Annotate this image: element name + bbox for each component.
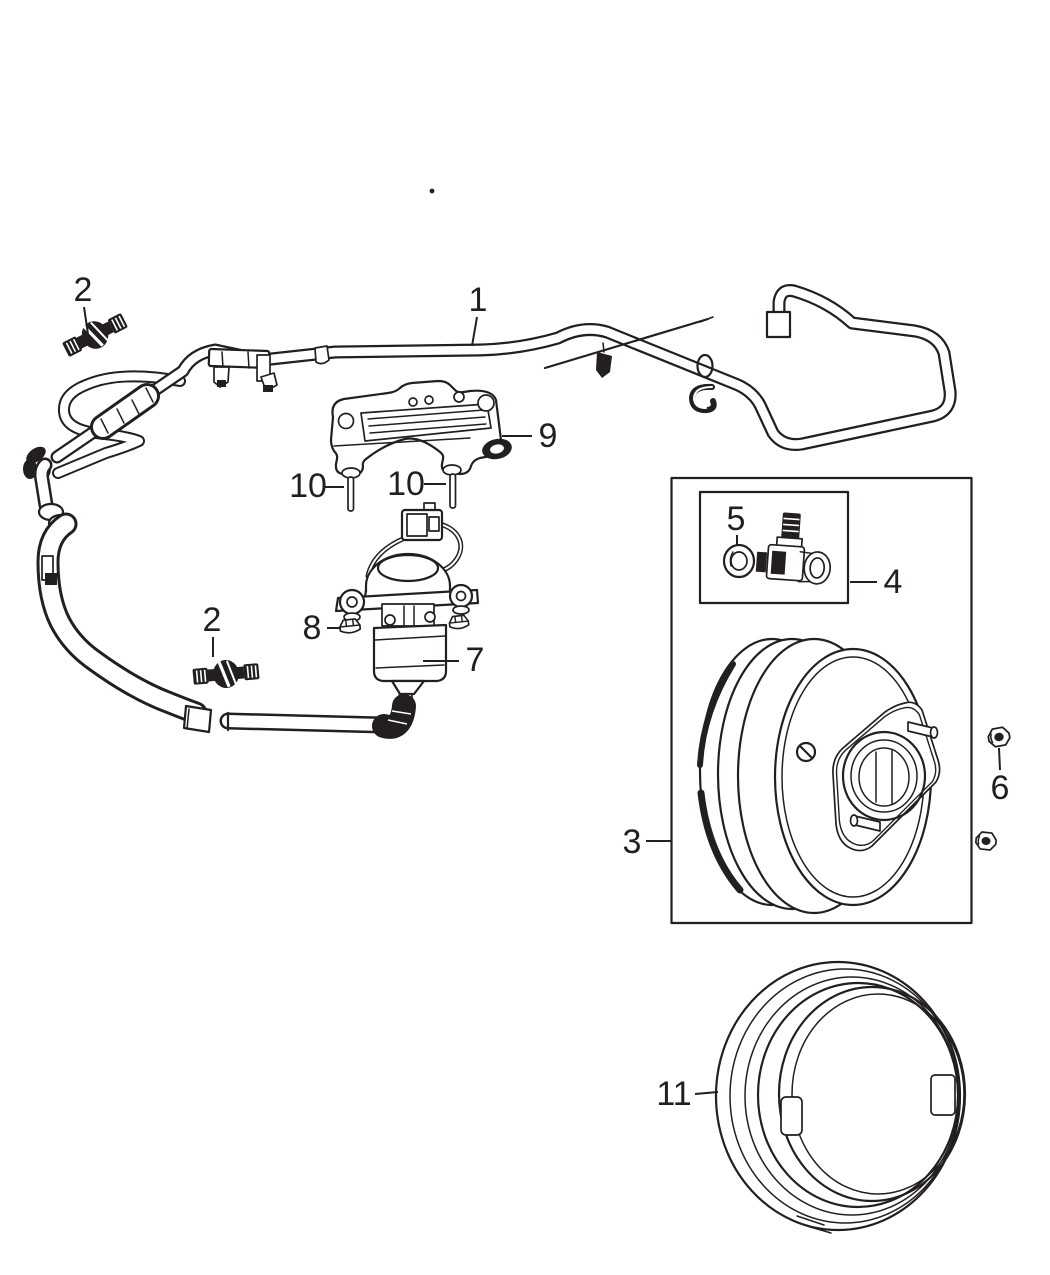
callout-4: 4 <box>884 563 903 601</box>
bracket-hole <box>337 412 355 430</box>
brake-booster <box>697 637 941 915</box>
callout-11-leader <box>694 1091 719 1095</box>
callout-1: 1 <box>469 281 488 319</box>
callout-8: 8 <box>303 609 322 647</box>
pump-mounting-bracket <box>329 379 512 512</box>
hose-end-coupler <box>182 704 213 734</box>
pump-elbow-hose <box>372 694 416 739</box>
bracket-hole <box>477 394 495 412</box>
harness-sleeve <box>101 388 153 433</box>
callout-1-leader <box>471 316 478 347</box>
bracket-hole <box>424 395 434 405</box>
booster-bore-ring <box>841 730 927 822</box>
callout-10-right: 10 <box>387 465 425 503</box>
harness-connector-block <box>207 347 278 392</box>
callout-2-upper: 2 <box>74 271 93 309</box>
booster-seam-lower <box>697 789 744 894</box>
harness-clip-small <box>314 345 330 365</box>
callout-6: 6 <box>991 769 1010 807</box>
pump-connector <box>400 502 444 542</box>
callout-2-lower: 2 <box>203 601 222 639</box>
vacuum-pump <box>334 502 480 739</box>
ring-tab-left <box>780 1096 803 1136</box>
booster-seam-upper <box>697 661 736 768</box>
pump-flange <box>334 583 480 622</box>
ring-tab-right <box>930 1074 956 1116</box>
hose-clip <box>41 555 57 585</box>
pump-nut-8-left <box>338 617 362 635</box>
callout-7: 7 <box>466 641 485 679</box>
callout-5: 5 <box>727 500 746 538</box>
bracket-hole <box>408 397 418 407</box>
bracket-hole <box>453 391 465 403</box>
pump-outlet-cone <box>390 679 426 696</box>
booster-grommet <box>722 543 756 579</box>
pump-nut-8-right <box>447 614 470 631</box>
vacuum-sensor-lower <box>190 655 262 693</box>
callout-layer: 1 2 2 3 4 5 6 7 8 9 10 10 11 <box>74 271 1010 1113</box>
pump-motor <box>372 623 448 683</box>
callout-9: 9 <box>539 417 558 455</box>
callout-10-left: 10 <box>289 467 327 505</box>
harness-clip-dark <box>596 342 612 378</box>
callout-3: 3 <box>623 823 642 861</box>
hose-end-cap <box>765 310 792 339</box>
callout-2-upper-leader <box>83 306 89 335</box>
thin-vacuum-line <box>543 316 714 370</box>
callout-11: 11 <box>656 1075 691 1113</box>
bracket-stud-right <box>449 473 457 509</box>
vacuum-sensor-upper <box>57 305 133 365</box>
harness-c-clamp <box>689 353 717 414</box>
booster-stud-lower <box>849 814 881 832</box>
booster-box-outline <box>670 476 973 925</box>
booster-stud-upper <box>907 721 939 739</box>
bracket-stud-left <box>347 476 355 512</box>
vacuum-hose-harness <box>23 188 950 734</box>
booster-nut-lower <box>974 830 998 852</box>
valve-box-outline <box>698 490 850 605</box>
stray-dot <box>429 188 435 194</box>
booster-nut-upper <box>986 725 1012 749</box>
callout-6-leader <box>998 747 1001 771</box>
booster-check-valve <box>755 512 832 585</box>
booster-screw <box>795 741 817 763</box>
dust-seal-ring <box>714 960 967 1234</box>
